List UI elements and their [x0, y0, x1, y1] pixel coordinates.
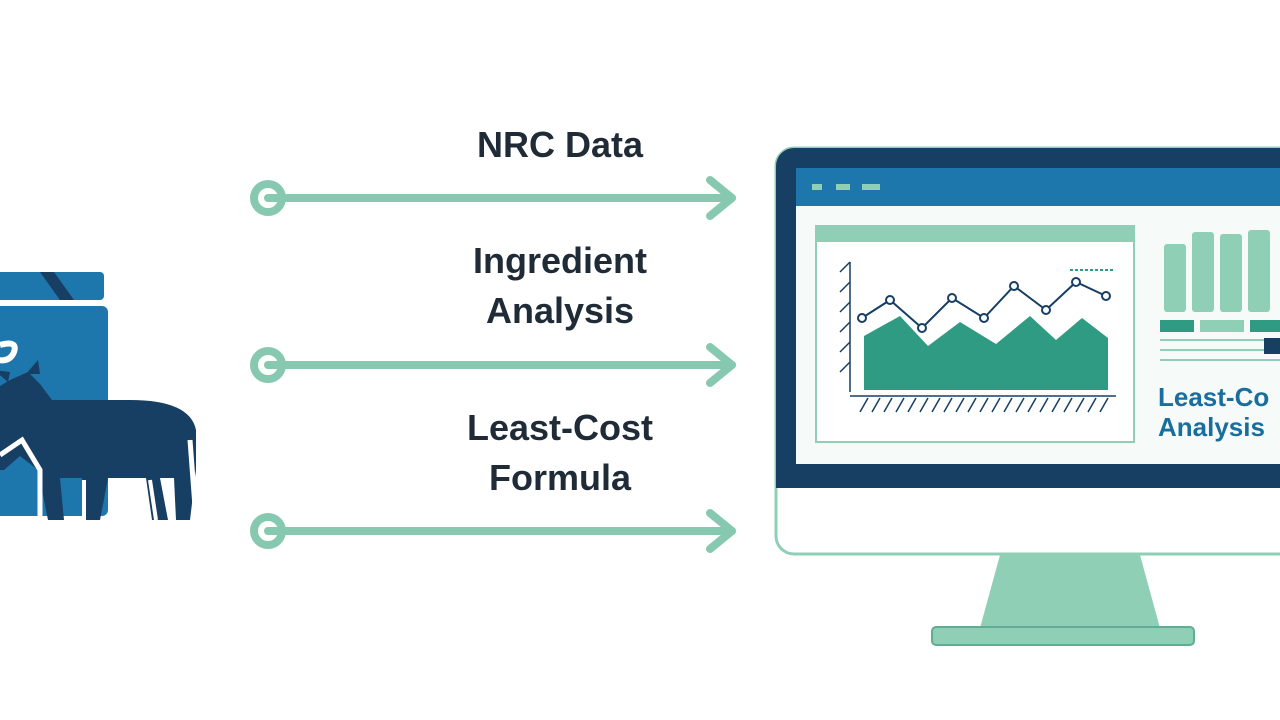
- label-ingredient-analysis-line1: Ingredient: [472, 240, 647, 281]
- label-ingredient-analysis-line2: Analysis: [485, 290, 635, 331]
- axis-hatch-mark: [955, 397, 965, 413]
- axis-hatch-mark: [1015, 397, 1025, 413]
- axis-hatch-mark: [871, 397, 881, 413]
- label-nrc-data-text: NRC Data: [476, 124, 644, 165]
- arrow-ingredient-analysis: [250, 343, 736, 387]
- axis-hatch-mark: [907, 397, 917, 413]
- axis-hatch-mark: [1003, 397, 1013, 413]
- axis-hatch-mark: [967, 397, 977, 413]
- axis-hatch-mark: [1099, 397, 1109, 413]
- arrow-nrc-data: [250, 176, 736, 220]
- label-least-cost-formula-line2: Formula: [488, 457, 631, 498]
- axis-hatch-mark: [1063, 397, 1073, 413]
- axis-hatch-mark: [1027, 397, 1037, 413]
- arrow-least-cost-formula: [250, 509, 736, 553]
- axis-hatch-mark: [1051, 397, 1061, 413]
- axis-hatch-mark: [859, 397, 869, 413]
- axis-hatch-mark: [931, 397, 941, 413]
- monitor-panel-text-line1: Least-Co: [1158, 382, 1270, 412]
- cow-icon: [0, 360, 199, 521]
- axis-hatch-mark: [979, 397, 989, 413]
- axis-hatch-mark: [991, 397, 1001, 413]
- monitor-icon: [774, 146, 1280, 646]
- axis-hatch-mark: [943, 397, 953, 413]
- label-least-cost-formula: Least-Cost Formula: [390, 403, 730, 503]
- label-nrc-data: NRC Data: [390, 120, 730, 170]
- axis-hatch-mark: [895, 397, 905, 413]
- axis-hatch-mark: [1039, 397, 1049, 413]
- axis-hatch-mark: [883, 397, 893, 413]
- label-ingredient-analysis: Ingredient Analysis: [390, 236, 730, 336]
- label-least-cost-formula-line1: Least-Cost: [466, 407, 654, 448]
- axis-hatch-mark: [919, 397, 929, 413]
- axis-hatch-mark: [1075, 397, 1085, 413]
- axis-hatch-mark: [1087, 397, 1097, 413]
- monitor-panel-text-line2: Analysis: [1158, 412, 1265, 442]
